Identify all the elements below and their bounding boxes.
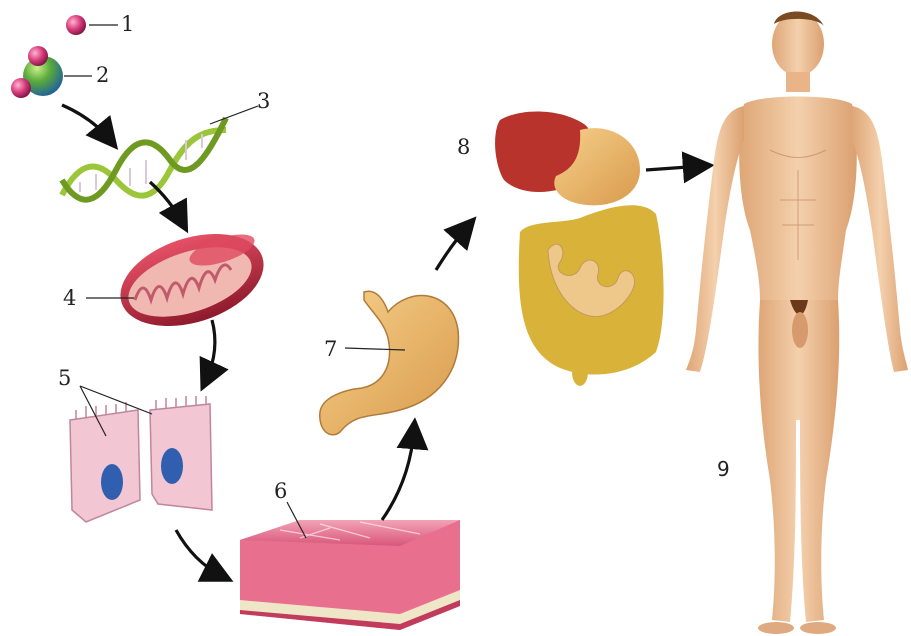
label-3: 3 [257,89,270,113]
molecule-icon [11,46,63,98]
dna-icon [62,118,226,200]
human-body-icon [686,12,908,635]
label-7: 7 [324,337,337,361]
label-5: 5 [58,366,71,390]
label-2: 2 [96,63,109,87]
arrow-cells-to-tissue [176,530,222,576]
organ-system-icon [495,111,664,386]
atom-icon [66,15,86,35]
label-3-leader [210,106,258,124]
label-8: 8 [457,135,470,159]
mitochondrion-icon [109,217,276,343]
label-4: 4 [63,286,76,310]
arrow-dna-to-mitochondrion [150,182,182,222]
arrow-tissue-to-stomach [382,430,414,520]
arrow-digestive-system-to-organism [646,166,702,170]
label-1: 1 [121,12,134,36]
label-6: 6 [274,479,287,503]
label-9: 9 [717,457,730,481]
cell-icon [70,396,212,522]
arrow-molecule-to-dna [62,105,110,140]
tissue-icon [240,520,460,630]
stomach-icon [320,291,459,435]
arrow-mitochondrion-to-cells [206,320,215,380]
arrow-stomach-to-digestive-system [436,226,468,270]
